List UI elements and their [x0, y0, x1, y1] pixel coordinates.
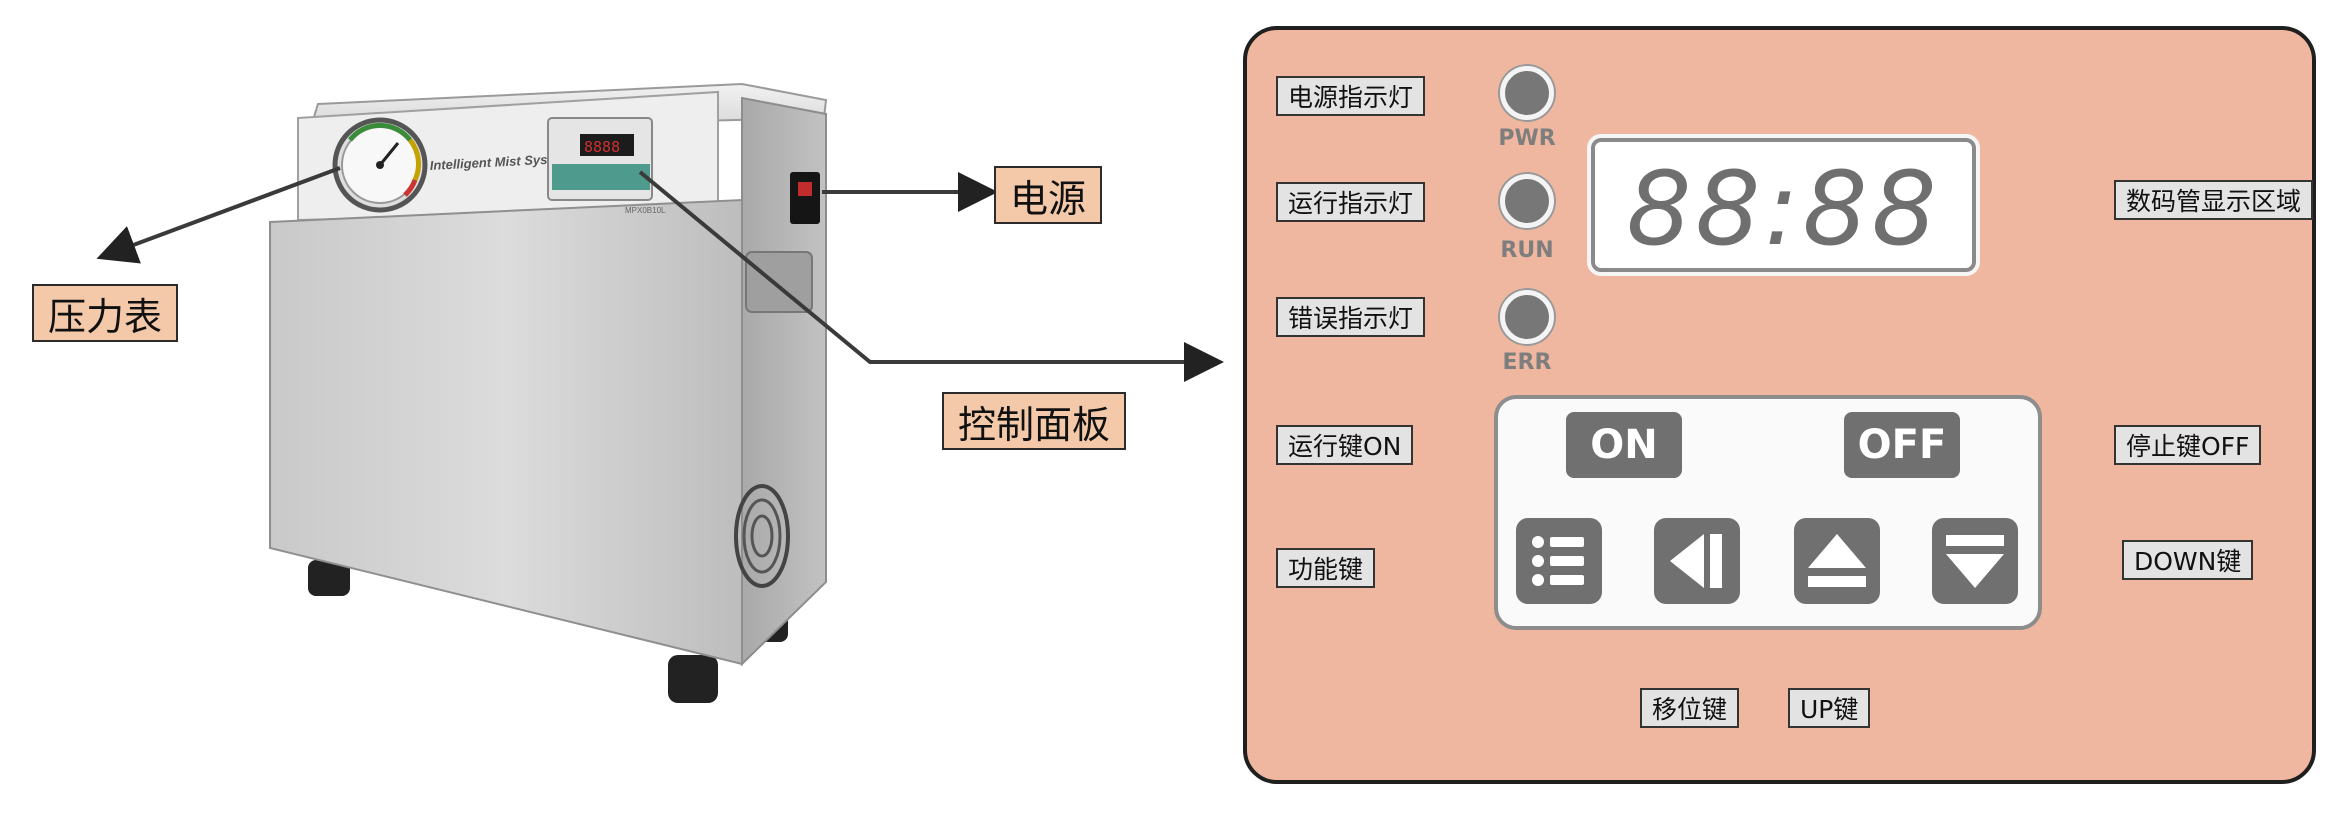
callout-power: 电源 — [994, 166, 1103, 224]
label-run-indicator: 运行指示灯 — [1276, 182, 1426, 222]
shift-left-icon — [1670, 534, 1722, 588]
run-led-icon — [1500, 174, 1554, 228]
machine-front — [269, 198, 743, 666]
callout-pressure-gauge: 压力表 — [32, 284, 179, 342]
label-power-indicator: 电源指示灯 — [1276, 76, 1426, 116]
pwr-led-icon — [1500, 66, 1554, 120]
pwr-caption: PWR — [1498, 126, 1556, 151]
machine-handle — [745, 251, 813, 313]
mist-machine-illustration: Intelligent Mist System 8888 MPX0B10L — [269, 82, 828, 703]
display-digits: 88:88 — [1626, 150, 1941, 269]
svg-text:8888: 8888 — [584, 138, 620, 156]
up-button[interactable] — [1794, 518, 1880, 604]
down-arrow-icon — [1946, 535, 2004, 588]
label-error-indicator: 错误指示灯 — [1276, 297, 1426, 337]
down-button[interactable] — [1932, 518, 2018, 604]
callout-control-panel: 控制面板 — [942, 392, 1127, 450]
label-up-key: UP键 — [1788, 688, 1871, 728]
digital-display: 88:88 — [1587, 134, 1980, 276]
brand-text: Intelligent Mist System — [429, 151, 571, 173]
power-switch-icon — [790, 172, 820, 224]
machine-foot — [668, 655, 718, 703]
model-text: MPX0B10L — [625, 206, 666, 215]
label-off-key: 停止键OFF — [2114, 425, 2262, 465]
machine-foot — [308, 560, 350, 596]
label-down-key: DOWN键 — [2122, 540, 2254, 580]
label-display-area: 数码管显示区域 — [2114, 180, 2314, 220]
arrow-control-panel — [638, 170, 1224, 382]
shift-button[interactable] — [1654, 518, 1740, 604]
mini-led-display — [580, 134, 634, 156]
label-on-key: 运行键ON — [1276, 425, 1414, 465]
list-icon — [1532, 536, 1584, 586]
err-led-icon — [1500, 290, 1554, 344]
up-arrow-icon — [1808, 534, 1866, 587]
off-button[interactable]: OFF — [1844, 412, 1960, 478]
fan-grille-icon — [734, 484, 790, 588]
on-button[interactable]: ON — [1566, 412, 1682, 478]
label-shift-key: 移位键 — [1640, 688, 1740, 728]
err-caption: ERR — [1502, 350, 1552, 375]
function-button[interactable] — [1516, 518, 1602, 604]
label-function-key: 功能键 — [1276, 548, 1376, 588]
arrow-pressure-gauge — [96, 166, 341, 264]
run-caption: RUN — [1500, 238, 1554, 263]
